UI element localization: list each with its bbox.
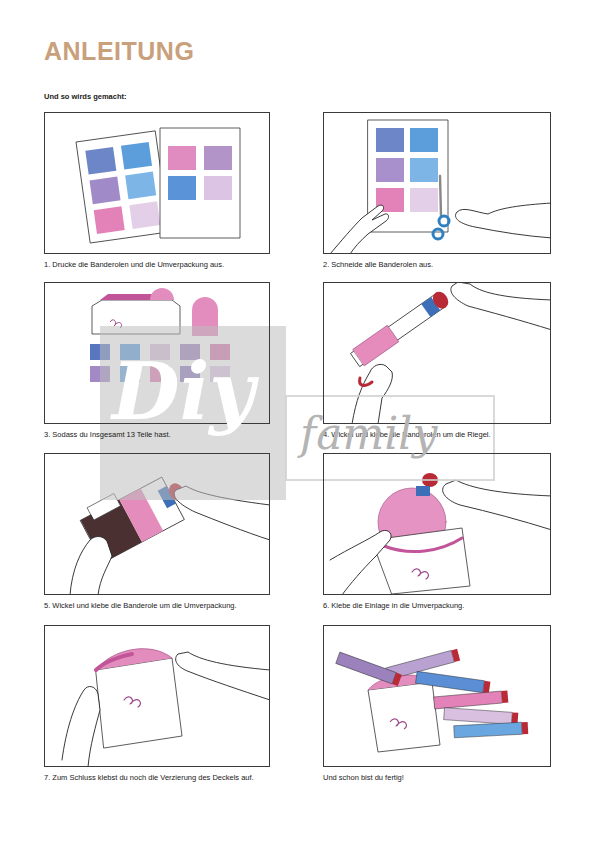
step-panel: 6. Klebe die Einlage in die Umverpackung… xyxy=(323,453,578,610)
step-panel: 7. Zum Schluss klebst du noch die Verzie… xyxy=(44,625,299,782)
watermark: family xyxy=(300,410,437,458)
panel-frame xyxy=(44,453,270,595)
step-panel: 2. Schneide alle Banderolen aus. xyxy=(323,112,578,269)
step-caption: 6. Klebe die Einlage in die Umverpackung… xyxy=(323,601,578,610)
step-panel: 5. Wickel und klebe die Banderole um die… xyxy=(44,453,299,610)
wrapping-bar xyxy=(350,282,551,424)
watermark: Diy xyxy=(112,352,255,432)
intro-text: Und so wirds gemacht: xyxy=(44,92,127,101)
finished-pile xyxy=(336,649,529,752)
step-caption: 2. Schneide alle Banderolen aus. xyxy=(323,260,578,269)
panel-frame xyxy=(323,282,551,424)
panel-frame xyxy=(44,112,270,254)
panel-frame xyxy=(44,625,270,767)
step-caption: 5. Wickel und klebe die Banderole um die… xyxy=(44,601,299,610)
step-panel: Und schon bist du fertig! xyxy=(323,625,578,782)
insert-scene xyxy=(330,473,551,595)
cutting-scene xyxy=(330,120,551,254)
step-panel: 1. Drucke die Banderolen und die Umverpa… xyxy=(44,112,299,269)
step-caption: 1. Drucke die Banderolen und die Umverpa… xyxy=(44,260,299,269)
panel-frame xyxy=(323,453,551,595)
lid-scene xyxy=(62,649,270,767)
panel-frame xyxy=(323,625,551,767)
printed-sheets xyxy=(76,128,240,243)
page-title: ANLEITUNG xyxy=(44,37,194,65)
watermark-ground xyxy=(100,326,494,500)
panel-frame xyxy=(323,112,551,254)
step-caption: 7. Zum Schluss klebst du noch die Verzie… xyxy=(44,773,299,782)
step-caption: Und schon bist du fertig! xyxy=(323,773,578,782)
